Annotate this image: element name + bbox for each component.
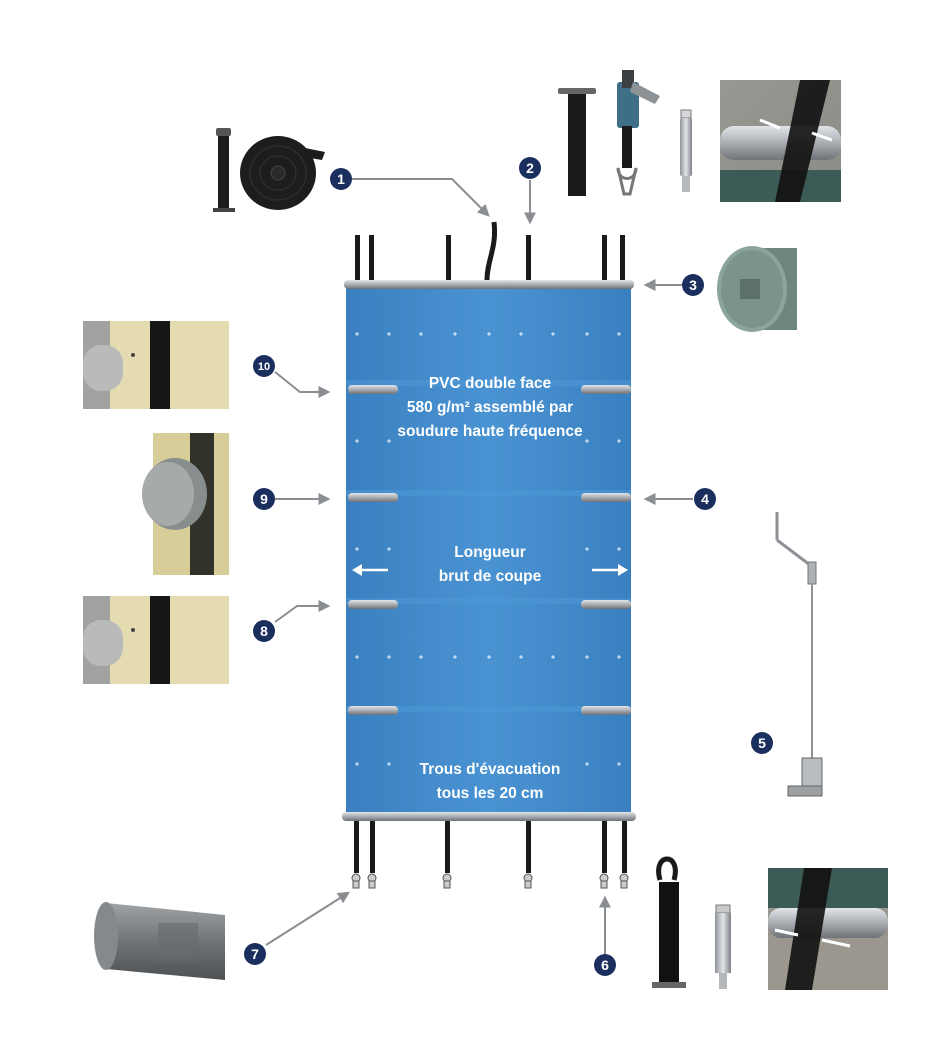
bar-end-left-1 bbox=[348, 385, 398, 394]
badge-2: 2 bbox=[519, 157, 541, 179]
length-line-2: brut de coupe bbox=[439, 568, 542, 585]
length-line-1: Longueur bbox=[454, 544, 525, 561]
arrow-left-icon bbox=[352, 564, 362, 576]
bar-end-left-3 bbox=[348, 600, 398, 609]
svg-text:8: 8 bbox=[260, 623, 268, 639]
badge-10: 10 bbox=[253, 355, 275, 377]
tube-joint-icon bbox=[83, 321, 229, 684]
cover-drain-text: Trous d'évacuation tous les 20 cm bbox=[420, 761, 561, 802]
leader-1 bbox=[352, 178, 490, 217]
drain-line-1: Trous d'évacuation bbox=[420, 761, 561, 778]
svg-text:4: 4 bbox=[701, 491, 709, 507]
anchor-photo-2 bbox=[768, 868, 888, 990]
badge-5: 5 bbox=[751, 732, 773, 754]
cover-length-text: Longueur brut de coupe bbox=[439, 544, 542, 585]
bar-end-left-4 bbox=[348, 706, 398, 715]
leader-8 bbox=[274, 600, 331, 623]
joint-photo-8 bbox=[83, 596, 229, 684]
material-line-3: soudure haute fréquence bbox=[397, 423, 583, 440]
bar-ends bbox=[348, 385, 631, 715]
top-straps bbox=[355, 221, 625, 283]
leader-7 bbox=[265, 891, 351, 946]
svg-text:5: 5 bbox=[758, 735, 766, 751]
bar-end-right-2 bbox=[581, 493, 631, 502]
drain-line-2: tous les 20 cm bbox=[437, 785, 544, 802]
svg-text:6: 6 bbox=[601, 957, 609, 973]
badge-4: 4 bbox=[694, 488, 716, 510]
pool-cover bbox=[346, 288, 631, 816]
arrow-right-icon bbox=[618, 564, 628, 576]
svg-text:3: 3 bbox=[689, 277, 697, 293]
svg-text:7: 7 bbox=[251, 946, 259, 962]
top-bar bbox=[344, 280, 634, 289]
badge-1: 1 bbox=[330, 168, 352, 190]
material-line-2: 580 g/m² assemblé par bbox=[407, 399, 573, 416]
cover-material-text: PVC double face 580 g/m² assemblé par so… bbox=[397, 375, 583, 440]
badge-6: 6 bbox=[594, 954, 616, 976]
svg-text:10: 10 bbox=[258, 361, 270, 373]
badge-8: 8 bbox=[253, 620, 275, 642]
width-arrows bbox=[352, 564, 628, 576]
svg-text:9: 9 bbox=[260, 491, 268, 507]
bar-end-right-3 bbox=[581, 600, 631, 609]
winch-crank-icon bbox=[775, 512, 823, 797]
leader-10 bbox=[274, 371, 331, 398]
anchor-strap-ratchet-icon bbox=[558, 70, 841, 202]
svg-text:1: 1 bbox=[337, 171, 345, 187]
leader-lines bbox=[265, 178, 693, 955]
svg-text:2: 2 bbox=[526, 160, 534, 176]
material-line-1: PVC double face bbox=[429, 375, 552, 392]
bar-end-right-1 bbox=[581, 385, 631, 394]
anchor-photo bbox=[720, 80, 841, 202]
badge-7: 7 bbox=[244, 943, 266, 965]
bottom-bar bbox=[342, 812, 636, 821]
spring-anchor-icon bbox=[652, 856, 888, 990]
joint-photo-10 bbox=[83, 321, 229, 409]
strap-roll-icon bbox=[213, 128, 325, 212]
badge-3: 3 bbox=[682, 274, 704, 296]
joint-photo-9 bbox=[142, 433, 229, 575]
bar-end-right-4 bbox=[581, 706, 631, 715]
bottom-straps bbox=[351, 821, 629, 889]
bar-end-left-2 bbox=[348, 493, 398, 502]
drain-holes bbox=[355, 332, 621, 766]
tube-plug-icon bbox=[94, 902, 225, 980]
tube-end-cap-icon bbox=[717, 246, 797, 332]
badge-9: 9 bbox=[253, 488, 275, 510]
callout-badges: 1 2 3 4 5 6 7 8 9 10 bbox=[244, 157, 773, 976]
